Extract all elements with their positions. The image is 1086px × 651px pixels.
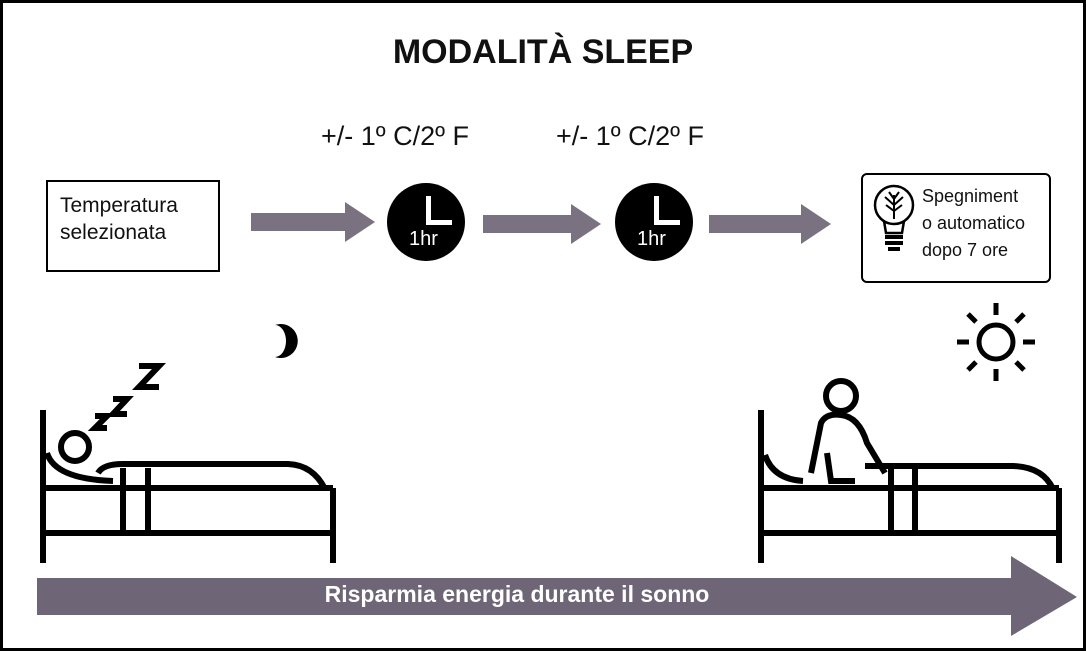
- start-label-line-2: selezionata: [60, 221, 167, 244]
- end-label-line-1: Spegniment: [922, 186, 1019, 206]
- clock-icon: 1hr: [615, 183, 693, 261]
- temp-change-label-1: +/- 1º C/2º F: [321, 121, 470, 151]
- sleeping-person-icon: [40, 410, 336, 563]
- start-label-line-1: Temperatura: [60, 194, 178, 217]
- banner-arrow: [37, 556, 1077, 636]
- scene-illustration: [37, 303, 1077, 636]
- selected-temperature-box: Temperatura selezionata: [46, 180, 220, 272]
- sun-icon: [957, 303, 1035, 381]
- clock-icon: 1hr: [387, 183, 465, 261]
- end-label-line-3: dopo 7 ore: [922, 240, 1009, 260]
- timer-1-label: 1hr: [409, 228, 438, 250]
- flow-arrow-3: [709, 204, 831, 244]
- end-label-line-2: o automatico: [922, 213, 1026, 233]
- auto-off-box: Spegniment o automatico dopo 7 ore: [861, 173, 1051, 283]
- flow-arrow-2: [483, 204, 601, 244]
- flow-arrow-1: [251, 202, 375, 242]
- lightbulb-icon: [873, 184, 915, 251]
- moon-icon: [275, 324, 298, 358]
- banner-text: Risparmia energia durante il sonno: [324, 581, 710, 607]
- timer-2-label: 1hr: [637, 228, 666, 250]
- waking-person-icon: [758, 378, 1062, 563]
- zzz-icon: [87, 363, 166, 431]
- temp-change-label-2: +/- 1º C/2º F: [556, 121, 705, 151]
- page-title: MODALITÀ SLEEP: [392, 33, 694, 71]
